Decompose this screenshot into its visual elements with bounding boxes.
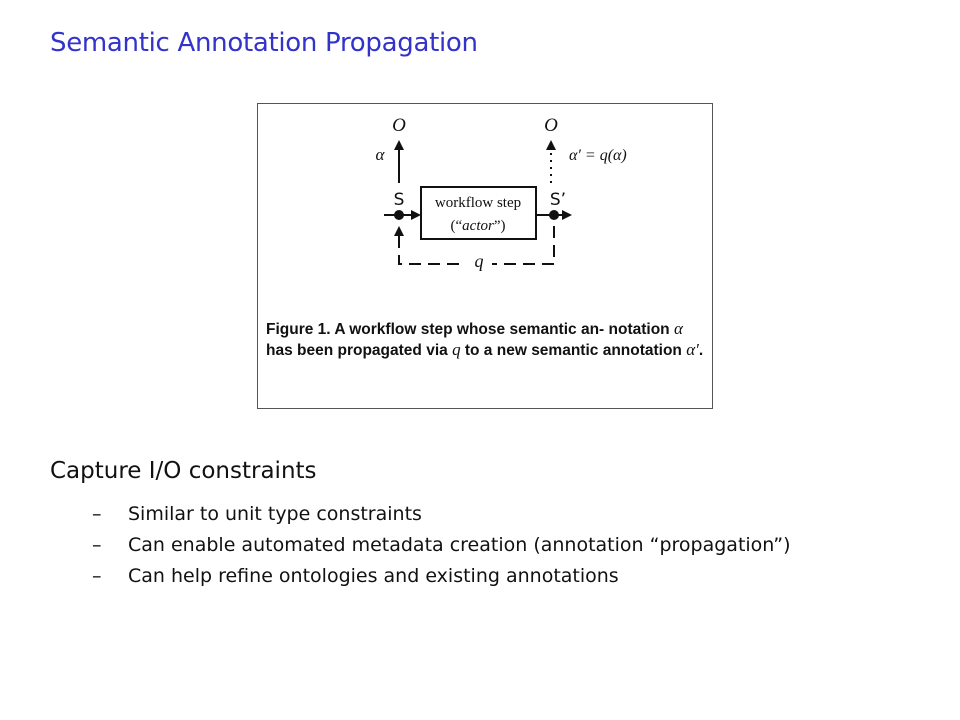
- port-s-prime-label: S’: [550, 190, 566, 210]
- workflow-step-box: [420, 186, 537, 240]
- slide-title: Semantic Annotation Propagation: [50, 28, 478, 58]
- figure-caption: Figure 1. A workflow step whose semantic…: [266, 319, 704, 359]
- bullet-list: –Similar to unit type constraints –Can e…: [92, 502, 812, 595]
- section-heading: Capture I/O constraints: [50, 458, 317, 484]
- bullet-item: –Can help refine ontologies and existing…: [92, 565, 619, 587]
- actor-label: (“actor”): [451, 218, 506, 234]
- figure-panel: O α O α′ = q(α) S S’ workflow step (“act…: [257, 103, 713, 409]
- q-label-gap: [466, 254, 492, 274]
- workflow-step-label: workflow step: [435, 195, 521, 211]
- q-label: q: [475, 251, 484, 271]
- port-s-label: S: [394, 190, 405, 210]
- bullet-item: –Similar to unit type constraints: [92, 503, 422, 525]
- port-s-prime-dot: [549, 210, 559, 220]
- right-o-label: O: [544, 115, 558, 136]
- bullet-item: –Can enable automated metadata creation …: [92, 534, 791, 556]
- port-s-dot: [394, 210, 404, 220]
- right-alpha-label: α′ = q(α): [569, 147, 627, 164]
- left-o-label: O: [392, 115, 406, 136]
- left-alpha-label: α: [376, 145, 386, 164]
- workflow-diagram: O α O α′ = q(α) S S’ workflow step (“act…: [376, 115, 627, 274]
